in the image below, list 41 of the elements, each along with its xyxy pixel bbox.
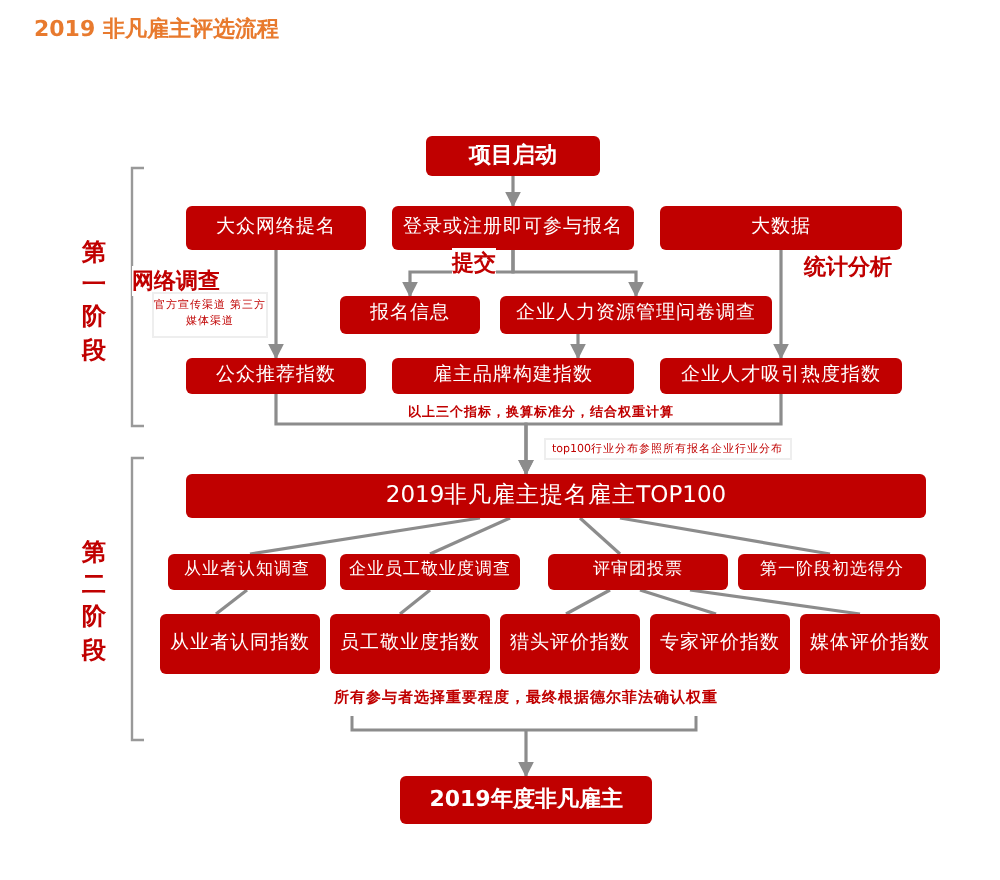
process-box: 企业员工敬业度调查	[340, 554, 520, 590]
arrow	[268, 250, 284, 360]
arrow	[518, 730, 534, 778]
process-box: 第一阶段初选得分	[738, 554, 926, 590]
connector-line	[429, 516, 511, 556]
process-box: 专家评价指数	[650, 614, 790, 674]
arrow	[511, 250, 644, 298]
connector-line	[578, 516, 622, 556]
process-box: 雇主品牌构建指数	[392, 358, 634, 394]
connector-line	[565, 588, 611, 616]
process-box: 2019非凡雇主提名雇主TOP100	[186, 474, 926, 518]
process-box: 企业人才吸引热度指数	[660, 358, 902, 394]
connector-line	[619, 516, 831, 556]
process-box: 公众推荐指数	[186, 358, 366, 394]
process-box: 报名信息	[340, 296, 480, 334]
process-box: 项目启动	[426, 136, 600, 176]
stage-label: 第一阶段	[80, 236, 108, 366]
edge-label: 统计分析	[804, 252, 892, 282]
edge-label: 提交	[452, 248, 496, 278]
edge-label: 网络调查	[132, 266, 220, 296]
process-box: 登录或注册即可参与报名	[392, 206, 634, 250]
title: 2019 非凡雇主评选流程	[34, 14, 279, 44]
process-box: 猎头评价指数	[500, 614, 640, 674]
connector-line	[639, 588, 717, 616]
process-box: 从业者认知调查	[168, 554, 326, 590]
arrow	[570, 334, 586, 360]
process-box: 员工敬业度指数	[330, 614, 490, 674]
process-box: 企业人力资源管理问卷调查	[500, 296, 772, 334]
arrow	[773, 250, 789, 360]
process-box: 大数据	[660, 206, 902, 250]
process-box: 从业者认同指数	[160, 614, 320, 674]
connector-line	[249, 516, 481, 556]
connector-line	[215, 588, 248, 616]
process-box: 2019年度非凡雇主	[400, 776, 652, 824]
process-box: 媒体评价指数	[800, 614, 940, 674]
process-box: 大众网络提名	[186, 206, 366, 250]
connector-line	[399, 588, 431, 616]
process-box: 评审团投票	[548, 554, 728, 590]
arrow	[518, 394, 783, 476]
stage-label: 第二阶段	[80, 536, 108, 666]
arrow	[505, 176, 521, 208]
